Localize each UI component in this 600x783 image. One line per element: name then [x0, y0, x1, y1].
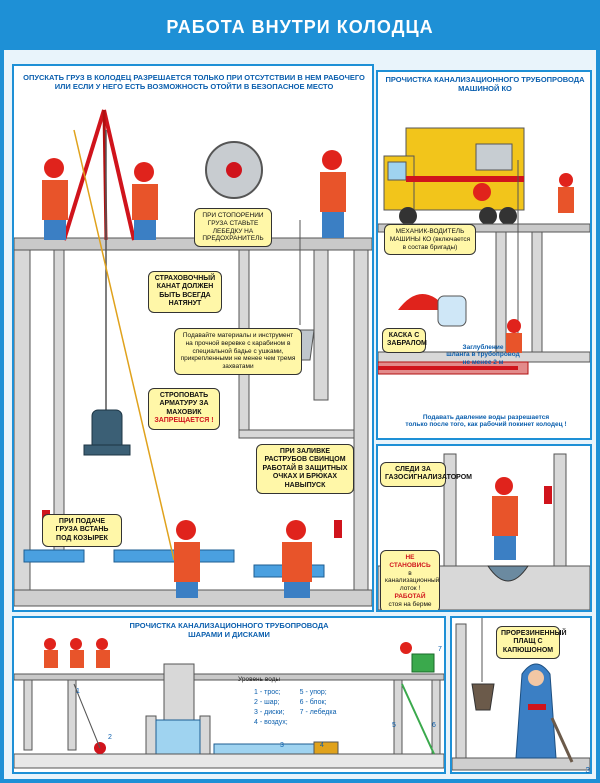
worker-raincoat — [515, 663, 557, 759]
note-gas: СЛЕДИ ЗА ГАЗОСИГНАЛИЗАТОРОМ — [380, 462, 472, 487]
note-rope: СТРАХОВОЧНЫЙ КАНАТ ДОЛЖЕН БЫТЬ ВСЕГДА НА… — [148, 271, 222, 313]
marker-5: 5 — [392, 722, 396, 729]
winch-bottom-icon — [400, 642, 435, 673]
worker-truck-well — [506, 319, 522, 353]
worker-bottom-1 — [44, 638, 58, 668]
truck-panel: ПРОЧИСТКА КАНАЛИЗАЦИОННОГО ТРУБОПРОВОДА … — [376, 70, 592, 440]
hose-caption-line3: не менее 2 м — [462, 358, 504, 366]
note-winch: ПРИ СТОПОРЕНИИ ГРУЗА СТАВЬТЕ ЛЕБЕДКУ НА … — [194, 208, 272, 248]
bottom-panel-title: ПРОЧИСТКА КАНАЛИЗАЦИОННОГО ТРУБОПРОВОДА … — [114, 621, 344, 639]
worker-well-bottom — [174, 520, 200, 598]
worker-truck-right — [558, 173, 574, 213]
legend-item: 1 - трос; — [254, 689, 281, 696]
legend-item: 2 - шар; — [254, 699, 280, 707]
helmet-with-visor-icon — [398, 294, 467, 327]
truck-panel-title: ПРОЧИСТКА КАНАЛИЗАЦИОННОГО ТРУБОПРОВОДА … — [382, 75, 588, 93]
main-well-panel: ОПУСКАТЬ ГРУЗ В КОЛОДЕЦ РАЗРЕШАЕТСЯ ТОЛЬ… — [12, 64, 374, 612]
tray-gas-detector-icon — [544, 486, 552, 504]
legend-item: 7 - лебедка — [299, 709, 337, 717]
title-bar: РАБОТА ВНУТРИ КОЛОДЦА — [4, 4, 596, 50]
marker-2: 2 — [108, 734, 112, 741]
note-berm-text: стоя на берме — [388, 600, 432, 608]
page-number: 3 — [585, 766, 590, 775]
water-level-label: Уровень воды — [238, 676, 281, 683]
note-helmet: КАСКА С ЗАБРАЛОМ — [382, 328, 427, 353]
note-visor: ПРИ ПОДАЧЕ ГРУЗА ВСТАНЬ ПОД КОЗЫРЕК — [42, 514, 122, 548]
worker-tray — [492, 477, 518, 560]
marker-7: 7 — [438, 646, 442, 653]
note-tray-text: в канализационный лоток ! — [385, 569, 440, 593]
gas-panel: СЛЕДИ ЗА ГАЗОСИГНАЛИЗАТОРОМ НЕ СТАНОВИСЬ… — [376, 444, 592, 612]
legend-col-1: 1 - трос; 2 - шар; 3 - диски; 4 - воздух… — [254, 688, 288, 729]
worker-center-top — [132, 162, 158, 240]
truck-illustration — [378, 127, 590, 375]
marker-3: 3 — [280, 742, 284, 749]
legend-item: 4 - воздух; — [254, 719, 288, 727]
poster-title: РАБОТА ВНУТРИ КОЛОДЦА — [166, 16, 434, 37]
top-caption-line2: ИЛИ ЕСЛИ У НЕГО ЕСТЬ ВОЗМОЖНОСТЬ ОТОЙТИ … — [54, 81, 334, 91]
hose-caption-line1: Заглубление — [462, 344, 504, 351]
worker-lead-pouring — [282, 520, 312, 598]
tripod-leg-right — [102, 109, 136, 241]
winch-gear-icon — [205, 141, 263, 199]
note-berm-warn: РАБОТАЙ — [394, 592, 426, 600]
note-driver: МЕХАНИК-ВОДИТЕЛЬ МАШИНЫ КО (включается в… — [384, 224, 476, 256]
legend-item: 3 - диски; — [254, 709, 285, 717]
worker-left-top — [42, 158, 68, 240]
truck-title-line2: МАШИНОЙ КО — [458, 83, 512, 93]
balls-discs-illustration — [14, 638, 444, 769]
bottom-panel: ПРОЧИСТКА КАНАЛИЗАЦИОННОГО ТРУБОПРОВОДА … — [12, 616, 446, 774]
marker-1: 1 — [76, 688, 80, 695]
legend-col-2: 5 - упор; 6 - блок; 7 - лебедка — [300, 688, 337, 718]
marker-4: 4 — [320, 742, 324, 749]
legend-item: 6 - блок; — [299, 699, 327, 707]
note-lead: ПРИ ЗАЛИВКЕ РАСТРУБОВ СВИНЦОМ РАБОТАЙ В … — [256, 444, 354, 494]
note-tray-warn: НЕ СТАНОВИСЬ — [389, 554, 431, 569]
legend-item: 5 - упор; — [299, 689, 327, 696]
pressure-line1: Подавать давление воды разрешается — [422, 414, 550, 421]
pressure-line2: только после того, как рабочий покинет к… — [405, 421, 567, 429]
note-materials: Подавайте материалы и инструмент на проч… — [174, 328, 302, 375]
marker-6: 6 — [432, 722, 436, 729]
bottom-title-line1: ПРОЧИСТКА КАНАЛИЗАЦИОННОГО ТРУБОПРОВОДА — [129, 621, 329, 630]
note-sling: СТРОПОВАТЬ АРМАТУРУ ЗА МАХОВИК ЗАПРЕЩАЕТ… — [148, 388, 220, 430]
raincoat-illustration — [452, 618, 590, 771]
worker-bottom-2 — [70, 638, 84, 668]
worker-bottom-3 — [96, 638, 110, 668]
top-caption-line1: ОПУСКАТЬ ГРУЗ В КОЛОДЕЦ РАЗРЕШАЕТСЯ ТОЛЬ… — [23, 73, 365, 82]
truck-title-line1: ПРОЧИСТКА КАНАЛИЗАЦИОННОГО ТРУБОПРОВОДА — [385, 75, 585, 84]
raincoat-panel: ПРОРЕЗИНЕННЫЙ ПЛАЩ С КАПЮШОНОМ — [450, 616, 592, 774]
note-sling-main: СТРОПОВАТЬ АРМАТУРУ ЗА МАХОВИК — [159, 392, 209, 416]
hose-caption: Заглубление шланга в трубопровод не мене… — [438, 344, 528, 366]
note-sling-forbidden: ЗАПРЕЩАЕТСЯ ! — [154, 417, 214, 425]
bottom-title-line2: ШАРАМИ И ДИСКАМИ — [188, 629, 270, 639]
hose-caption-line2: шланга в трубопровод — [446, 351, 520, 359]
legend: 1 - трос; 2 - шар; 3 - диски; 4 - воздух… — [254, 688, 347, 729]
pressure-caption: Подавать давление воды разрешается тольк… — [384, 414, 588, 429]
note-tray: НЕ СТАНОВИСЬ в канализационный лоток ! Р… — [380, 550, 440, 610]
worker-right-top — [320, 150, 346, 238]
top-caption: ОПУСКАТЬ ГРУЗ В КОЛОДЕЦ РАЗРЕШАЕТСЯ ТОЛЬ… — [20, 73, 368, 91]
note-raincoat: ПРОРЕЗИНЕННЫЙ ПЛАЩ С КАПЮШОНОМ — [496, 626, 567, 660]
